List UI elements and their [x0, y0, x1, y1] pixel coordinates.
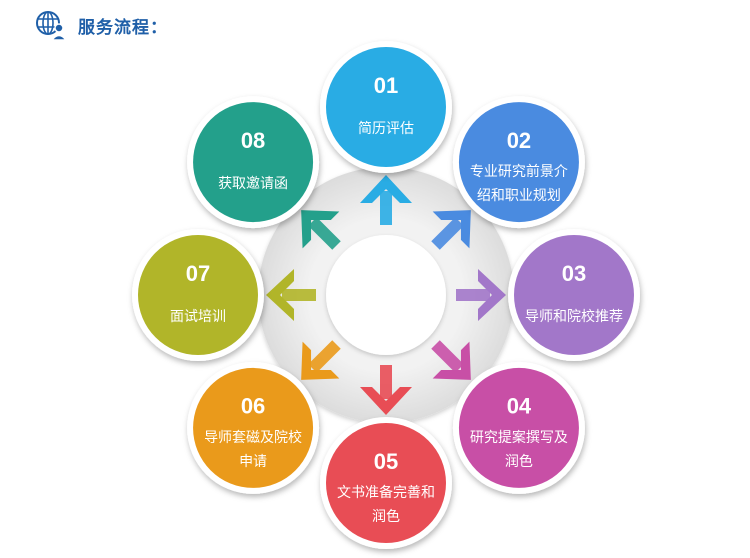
step-label: 导师和院校推荐 — [525, 308, 623, 325]
step-node-01: 01 简历评估 — [320, 41, 452, 173]
globe-user-icon — [36, 11, 68, 41]
step-number: 05 — [374, 449, 398, 474]
arrow-01 — [360, 175, 412, 225]
section-header: 服务流程： — [34, 8, 168, 42]
step-node-08: 08 获取邀请函 — [187, 96, 320, 229]
step-number: 02 — [507, 128, 531, 153]
step-node-07: 07 面试培训 — [132, 229, 264, 361]
arrow-06 — [301, 340, 341, 380]
step-label: 导师套磁及院校 — [204, 429, 302, 446]
step-label: 面试培训 — [170, 309, 226, 325]
step-number: 06 — [241, 394, 265, 419]
step-label: 绍和职业规划 — [477, 188, 561, 204]
step-label: 获取邀请函 — [218, 176, 288, 192]
step-label: 简历评估 — [358, 120, 414, 137]
section-title: 服务流程： — [78, 17, 168, 38]
step-label: 润色 — [372, 508, 400, 525]
step-label: 申请 — [239, 454, 267, 470]
step-number: 01 — [374, 73, 398, 98]
arrow-08 — [301, 210, 341, 250]
step-label: 润色 — [505, 453, 533, 470]
arrow-03 — [456, 269, 506, 321]
arrow-04 — [431, 340, 471, 380]
arrow-05 — [360, 365, 412, 415]
step-number: 08 — [241, 128, 265, 153]
step-number: 04 — [507, 394, 532, 419]
step-label: 文书准备完善和 — [337, 484, 435, 501]
step-label: 研究提案撰写及 — [470, 429, 568, 446]
step-node-03: 03 导师和院校推荐 — [508, 229, 640, 361]
step-label: 专业研究前景介 — [470, 163, 568, 180]
arrow-07 — [266, 269, 316, 321]
step-number: 03 — [562, 261, 586, 286]
step-number: 07 — [186, 261, 210, 286]
arrow-02 — [431, 210, 471, 250]
direction-arrows — [266, 175, 506, 415]
